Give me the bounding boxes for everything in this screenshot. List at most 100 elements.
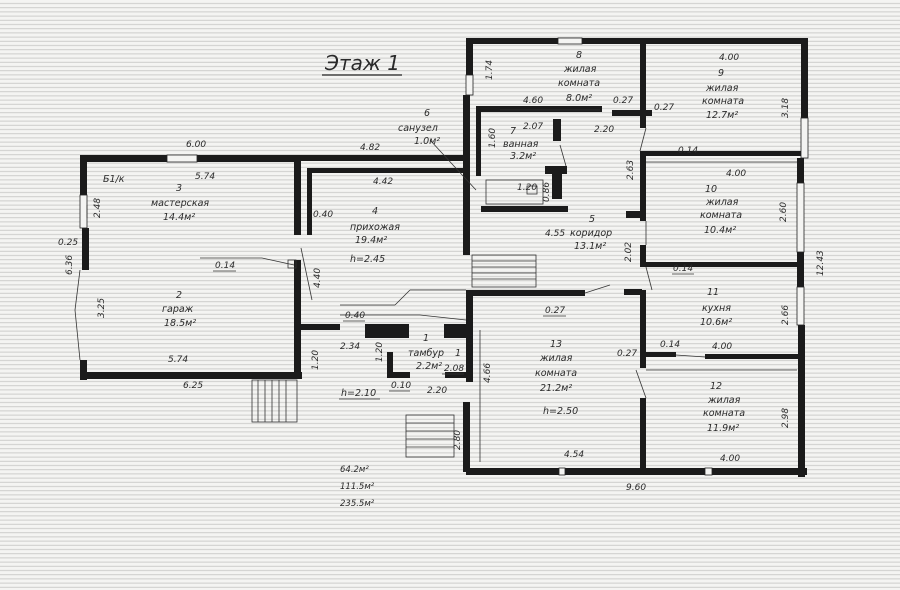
room-8-area: 8.0м² — [566, 93, 592, 104]
total-area-1: 64.2м² — [340, 465, 369, 475]
room-6-number: 6 — [424, 108, 430, 119]
room-7-name: ванная — [503, 139, 539, 150]
room-12-number: 12 — [710, 381, 722, 392]
dim-label: 0.27 — [654, 103, 674, 113]
dim-label: 4.42 — [373, 177, 393, 187]
stairs-porch — [405, 414, 455, 458]
dim-label: 2.20 — [427, 386, 447, 396]
tambur-height: h=2.10 — [341, 388, 376, 399]
stairs-hall — [471, 254, 537, 288]
dim-label: 5.74 — [195, 172, 215, 182]
room-6-name: санузел — [398, 123, 438, 134]
dim-label: 0.27 — [613, 96, 633, 106]
room-6-area: 1.0м² — [414, 136, 440, 147]
dim-label: 1.20 — [311, 350, 321, 370]
room-1-number: 1 — [423, 333, 429, 344]
room-10-name: жилая — [705, 197, 739, 208]
dim-label: 1.74 — [485, 60, 495, 80]
room-2-area: 18.5м² — [164, 318, 196, 329]
room-8-name: жилая — [563, 64, 597, 75]
dim-label: 0.25 — [58, 238, 78, 248]
dim-label: 2.34 — [340, 342, 360, 352]
room-2-number: 2 — [176, 290, 182, 301]
dim-label: 0.14 — [660, 340, 680, 350]
room-3-name: мастерская — [151, 198, 209, 209]
room-8-number: 8 — [576, 50, 582, 61]
dim-label: 0.40 — [345, 311, 365, 321]
dim-label: 4.82 — [360, 143, 380, 153]
stairs-entry — [251, 379, 298, 423]
dim-label: 2.02 — [624, 242, 634, 262]
dim-label: 4.00 — [719, 53, 739, 63]
room-9-name: жилая — [705, 83, 739, 94]
dim-label: 2.98 — [781, 408, 791, 428]
room-4-area: 19.4м² — [355, 235, 387, 246]
room-7-area: 3.2м² — [510, 151, 536, 162]
dimension-labels: 6.00 5.74 4.82 4.42 2.48 0.25 6.36 3.25 … — [58, 53, 826, 493]
room-13-name2: комната — [535, 368, 577, 379]
dimension-underlines — [213, 270, 694, 400]
dim-label: 3.18 — [781, 98, 791, 118]
room-1-name: тамбур — [408, 348, 444, 359]
dim-label: 0.27 — [545, 306, 565, 316]
total-area-2: 111.5м² — [340, 482, 375, 492]
dim-label: 6.36 — [65, 255, 75, 275]
dim-label: 0.14 — [215, 261, 235, 271]
room-4-name: прихожая — [350, 222, 400, 233]
room-13-number: 13 — [550, 339, 562, 350]
room-5-name: коридор — [570, 228, 612, 239]
dim-label: 1.20 — [375, 342, 385, 362]
room-10-area: 10.4м² — [704, 225, 736, 236]
room-2-name: гараж — [162, 304, 194, 315]
dim-label: 2.66 — [781, 305, 791, 325]
room-4-number: 4 — [372, 206, 378, 217]
room-labels: 1 тамбур 1 2.2м² 2 гараж 18.5м² 3 мастер… — [103, 50, 745, 434]
room-10-name2: комната — [700, 210, 742, 221]
dim-label: 1.60 — [488, 128, 498, 148]
room-11-name: кухня — [702, 303, 731, 314]
dim-label: 2.48 — [93, 198, 103, 218]
room-5-area: 13.1м² — [574, 241, 606, 252]
room-3-number: 3 — [176, 183, 182, 194]
room-9-area: 12.7м² — [706, 110, 738, 121]
room-13-height: h=2.50 — [543, 406, 578, 417]
room-3-area: 14.4м² — [163, 212, 195, 223]
dim-label: 2.08 — [444, 364, 464, 374]
dim-label: 4.00 — [720, 454, 740, 464]
room-4-height: h=2.45 — [350, 254, 385, 265]
room-5-number: 5 — [589, 214, 595, 225]
dim-label: 4.00 — [726, 169, 746, 179]
dim-label: 4.00 — [712, 342, 732, 352]
dim-label: 4.60 — [523, 96, 543, 106]
dim-label: 6.00 — [186, 140, 206, 150]
label-b1k: Б1/к — [103, 174, 125, 185]
room-12-name: жилая — [707, 395, 741, 406]
plan-title: Этаж 1 — [324, 51, 400, 75]
dim-label: 0.40 — [313, 210, 333, 220]
room-9-name2: комната — [702, 96, 744, 107]
dim-label: 9.60 — [626, 483, 646, 493]
dim-label: 0.27 — [617, 349, 637, 359]
dim-label: 2.20 — [594, 125, 614, 135]
dim-label: 2.60 — [779, 202, 789, 222]
dim-label: 1.20 — [517, 183, 537, 193]
room-1-number-alt: 1 — [455, 348, 461, 359]
dim-label: 5.74 — [168, 355, 188, 365]
dim-label: 4.40 — [313, 268, 323, 288]
room-12-area: 11.9м² — [707, 423, 739, 434]
room-13-area: 21.2м² — [540, 383, 572, 394]
room-7-number: 7 — [510, 126, 516, 137]
total-area-3: 235.5м² — [340, 499, 375, 509]
door-and-detail-lines — [74, 109, 797, 462]
dim-label: 0.14 — [678, 146, 698, 156]
room-10-number: 10 — [705, 184, 717, 195]
room-9-number: 9 — [718, 68, 724, 79]
area-totals: 64.2м² 111.5м² 235.5м² — [340, 465, 375, 509]
dim-label: 4.54 — [564, 450, 584, 460]
windows — [79, 37, 809, 476]
room-12-name2: комната — [703, 408, 745, 419]
dim-label: 3.25 — [97, 298, 107, 318]
dim-label: 6.25 — [183, 381, 203, 391]
